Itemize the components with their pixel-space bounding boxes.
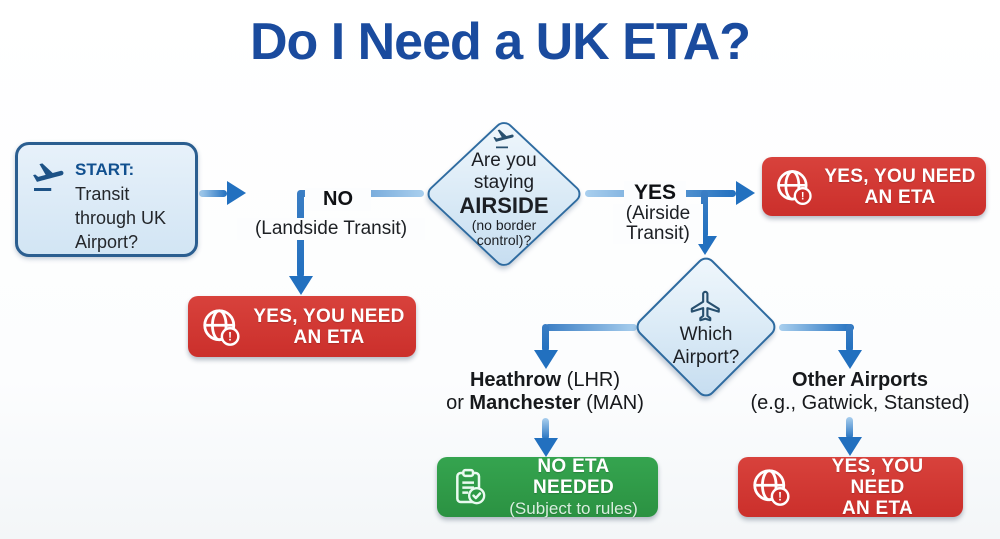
outcome-no-eta-box: NO ETA NEEDED(Subject to rules) (437, 455, 658, 518)
branch-sublabel-yes-line: Transit) (626, 223, 690, 244)
airplane-icon (689, 289, 723, 323)
arrowhead-other-outcome-icon (838, 437, 862, 456)
arrowhead-airside-outcome-icon (736, 181, 755, 205)
start-node: START: Transit through UK Airport? (15, 142, 198, 257)
branch-label-other-sub: (e.g., Gatwick, Stansted) (750, 392, 970, 414)
branch-label-heathrow: Heathrow (LHR) or Manchester (MAN) (420, 369, 670, 415)
connector-heathrow-horizontal (545, 324, 637, 331)
connector-other-horizontal (779, 324, 854, 331)
outcome-no-eta-text: NO ETA NEEDED(Subject to rules) (509, 455, 638, 518)
branch-sublabel-yes-line: (Airside (625, 203, 691, 224)
decision-airside-emphasis: AIRSIDE (459, 193, 549, 218)
clipboard-check-icon (449, 467, 489, 507)
globe-alert-icon: ! (200, 306, 242, 348)
svg-text:!: ! (778, 491, 782, 503)
arrowhead-other-icon (838, 350, 862, 369)
branch-sublabel-no: (Landside Transit) (237, 218, 425, 240)
decision-airport-content: Which Airport? (636, 272, 776, 386)
start-label: START: (75, 160, 135, 179)
decision-airside-line: staying (473, 172, 535, 193)
start-line: through UK (75, 208, 167, 228)
decision-airside-sub: control)? (476, 232, 532, 248)
arrowhead-landside-icon (289, 276, 313, 295)
connector-heathrow-vertical (542, 324, 549, 352)
flight-takeoff-icon (491, 126, 517, 150)
arrowhead-heathrow-icon (534, 350, 558, 369)
connector-other-vertical (846, 324, 853, 352)
flight-takeoff-icon (31, 158, 67, 199)
arrowhead-start-icon (227, 181, 246, 205)
connector-other-outcome (846, 417, 853, 439)
page-title: Do I Need a UK ETA? (249, 13, 751, 71)
start-text: START: Transit through UK Airport? (75, 158, 166, 254)
branch-label-heathrow-line2: or Manchester (MAN) (446, 392, 644, 414)
branch-label-no: NO (305, 188, 371, 211)
branch-label-other: Other Airports (e.g., Gatwick, Stansted) (735, 369, 985, 415)
branch-label-other-title: Other Airports (792, 369, 928, 391)
branch-sublabel-yes: (Airside Transit) (613, 204, 703, 244)
decision-airport-line: Which (679, 324, 733, 345)
decision-airside-line: Are you (471, 150, 537, 171)
decision-airside-content: Are you staying AIRSIDE (no border contr… (424, 126, 584, 269)
connector-no-eta (542, 418, 549, 440)
branch-label-yes: YES (624, 181, 686, 205)
arrowhead-no-eta-icon (534, 438, 558, 457)
globe-alert-icon: ! (774, 167, 814, 207)
decision-airside-sub: (no border (471, 217, 537, 233)
connector-yes-vertical (701, 190, 708, 238)
start-line: Airport? (75, 232, 139, 252)
svg-text:!: ! (801, 190, 805, 202)
globe-alert-icon: ! (750, 466, 792, 508)
decision-airport-line: Airport? (672, 347, 740, 368)
branch-label-heathrow-line1: Heathrow (LHR) (469, 369, 620, 391)
svg-text:!: ! (228, 331, 232, 343)
connector-start (199, 190, 227, 197)
start-line: Transit (75, 184, 130, 204)
